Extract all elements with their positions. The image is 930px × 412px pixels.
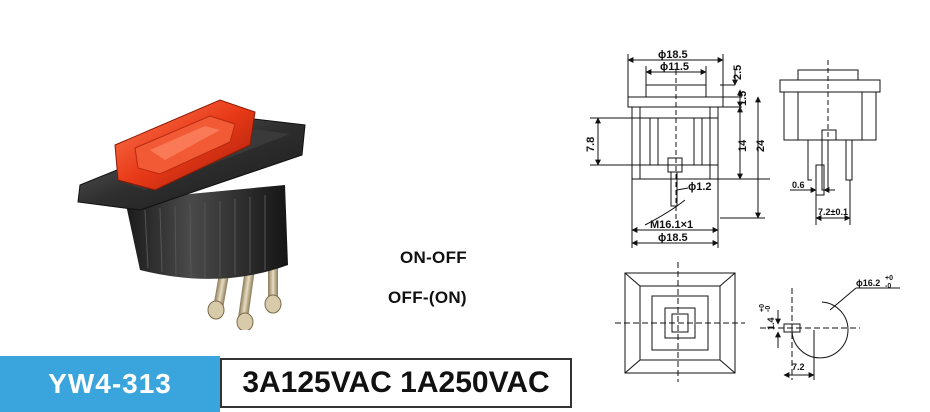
switch-body — [125, 185, 288, 279]
dim-d16-2-tol-top: +0 — [885, 275, 893, 282]
dim-w7-2: 7.2 — [792, 362, 805, 372]
top-view — [615, 262, 745, 382]
dim-h1-4-tol-top: +0 — [759, 304, 766, 312]
dim-m16-1: M16.1×1 — [650, 219, 693, 231]
product-photo — [77, 99, 306, 330]
dim-h7-8: 7.8 — [585, 137, 597, 152]
dim-d18-5-top: ϕ18.5 — [658, 49, 688, 61]
mode-on-off: ON-OFF — [400, 248, 467, 267]
front-view — [590, 54, 770, 248]
dim-w7-2-tol: 7.2±0.1 — [818, 207, 848, 217]
dim-d16-2-tol-bottom: -0 — [885, 283, 891, 290]
rating-label: 3A125VAC 1A250VAC — [220, 358, 572, 408]
dim-h2-5: 2.5 — [732, 65, 744, 80]
technical-drawing: ϕ18.5 ϕ11.5 2.5 1.5 14 24 7.8 ϕ1.2 M16.1… — [585, 49, 900, 382]
dim-h1-4-tol-bottom: -0 — [765, 306, 772, 312]
dim-h1-4: 1.4 — [766, 317, 776, 330]
dim-d11-5: ϕ11.5 — [660, 61, 689, 73]
side-view — [779, 60, 881, 225]
dim-h14: 14 — [737, 139, 749, 152]
dim-w0-6: 0.6 — [792, 180, 805, 190]
dim-d16-2: ϕ16.2 — [856, 278, 880, 288]
model-label: YW4-313 — [0, 356, 220, 412]
panel-cutout — [760, 287, 900, 380]
dim-d18-5-bottom: ϕ18.5 — [658, 232, 688, 244]
dim-h24: 24 — [755, 139, 767, 152]
red-cap — [114, 99, 256, 191]
mode-off-on: OFF-(ON) — [388, 288, 467, 307]
dim-h1-5: 1.5 — [737, 91, 749, 106]
dim-d1-2: ϕ1.2 — [688, 181, 712, 193]
body-ribs — [144, 195, 266, 278]
